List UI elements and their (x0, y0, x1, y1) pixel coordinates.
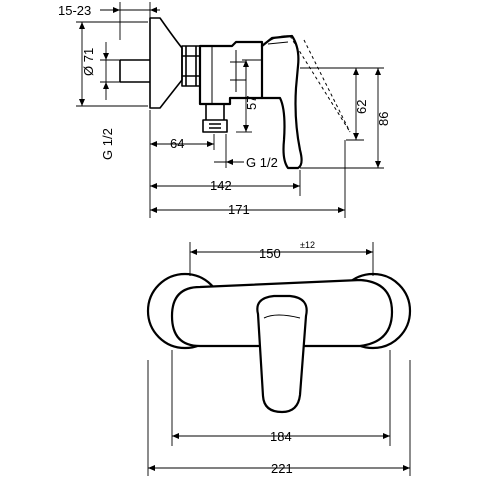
mixer-body (198, 40, 264, 106)
label-inner-width: 184 (270, 429, 292, 444)
dim-overall-width: 221 (147, 360, 411, 476)
label-lever-height: 62 (354, 100, 369, 114)
label-overall-height: 86 (376, 112, 391, 126)
label-overall-width: 221 (271, 461, 293, 476)
dim-overall-height: 86 (300, 67, 391, 169)
dim-centre-distance: 150 ±12 (189, 240, 374, 276)
label-outlet-height: 57 (244, 96, 259, 110)
dim-flange-depth: 15-23 (58, 2, 160, 40)
label-body-depth: 142 (210, 178, 232, 193)
connector-nut (181, 45, 201, 87)
label-flange-depth: 15-23 (58, 3, 91, 18)
dim-outlet-height: 57 (236, 59, 262, 133)
dim-overall-depth: 171 (150, 140, 346, 218)
front-lever (256, 294, 308, 414)
dim-outlet-offset: 64 (149, 110, 215, 151)
label-flange-diameter: Ø 71 (81, 48, 96, 76)
dim-lever-height: 62 (300, 67, 369, 141)
dim-flange-diameter: Ø 71 (76, 21, 148, 107)
lever-swing-arc2 (303, 39, 351, 133)
lever-handle (260, 34, 303, 170)
wall-flange (149, 17, 183, 109)
front-view: 150 ±12 184 221 (146, 240, 412, 476)
label-centre-distance: 150 (259, 246, 281, 261)
label-thread-bottom: G 1/2 (246, 155, 278, 170)
body-detail (211, 46, 247, 104)
dim-body-depth: 142 (149, 150, 301, 218)
label-centre-tolerance: ±12 (300, 240, 315, 250)
lever-swing-arc (289, 35, 351, 133)
front-lever-detail (263, 314, 301, 319)
lever-top (261, 35, 293, 47)
bottom-outlet (202, 104, 228, 133)
dim-thread-bottom: G 1/2 (214, 134, 278, 170)
label-outlet-offset: 64 (170, 136, 184, 151)
label-overall-depth: 171 (228, 202, 250, 217)
supply-pipe (119, 59, 150, 83)
dim-inner-width: 184 (171, 350, 391, 446)
dim-thread-left: G 1/2 (100, 42, 120, 160)
label-thread-left: G 1/2 (100, 128, 115, 160)
side-view: 15-23 Ø 71 G 1/2 57 (58, 2, 391, 218)
